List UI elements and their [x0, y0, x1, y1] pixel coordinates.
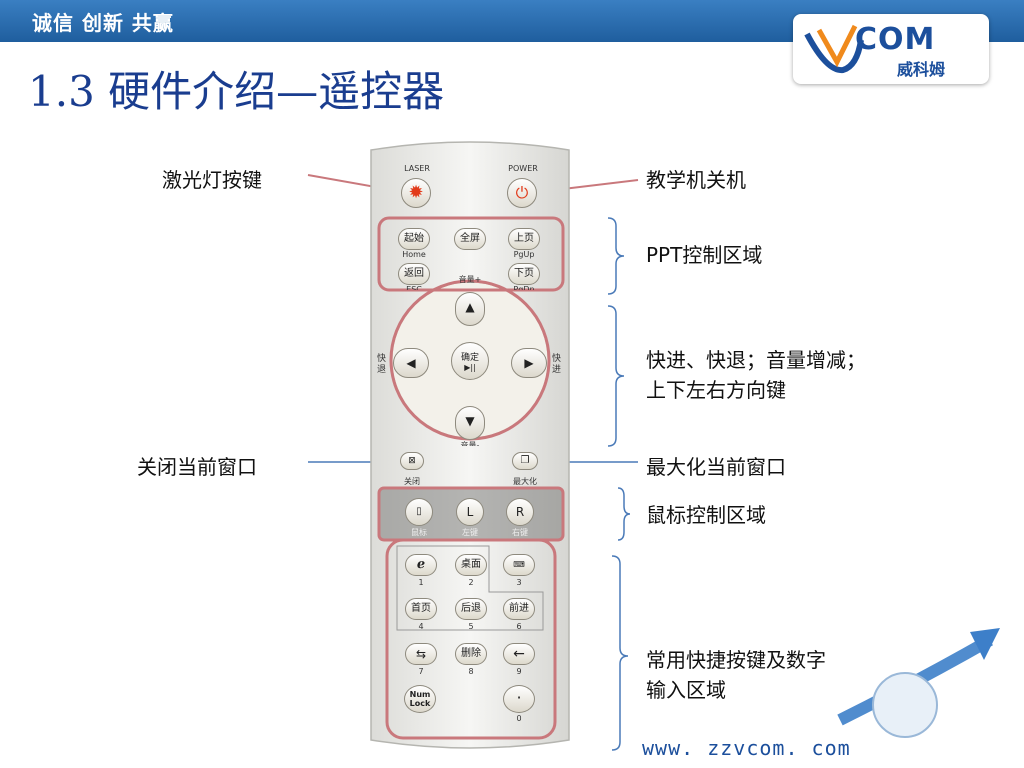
keyboard-button[interactable]: ⌨ — [503, 554, 535, 576]
numlock-button[interactable]: Num Lock — [404, 685, 436, 713]
browser-button[interactable]: ℯ — [405, 554, 437, 576]
company-logo: COM 威科姆 — [793, 14, 989, 84]
laser-button[interactable]: ✹ — [401, 178, 431, 208]
home-button[interactable]: 起始 — [398, 228, 430, 250]
mouse-icon: ▯ — [416, 506, 422, 517]
logo-text: COM — [855, 22, 936, 57]
power-button[interactable]: ⏻ — [507, 178, 537, 208]
dot-button[interactable]: · — [503, 685, 535, 713]
ok-label: 确定 — [460, 353, 479, 363]
fullscreen-button[interactable]: 全屏 — [454, 228, 486, 250]
key-number-2: 2 — [468, 578, 474, 587]
right-click-label: 右键 — [512, 528, 528, 537]
tab-button[interactable]: ⇆ — [405, 643, 437, 665]
key-number-0: 0 — [516, 714, 522, 723]
remote-control: LASER ✹ POWER ⏻ 起始 Home 全屏 上页 PgUp 返回 ES… — [357, 140, 583, 754]
browser-forward-button[interactable]: 前进 — [503, 598, 535, 620]
maximize-window-icon: ❐ — [520, 455, 530, 466]
volume-down-button[interactable]: ▼ — [455, 406, 485, 440]
close-label: 关闭 — [404, 477, 420, 486]
key-number-7: 7 — [418, 667, 424, 676]
page-down-sub-label: PgDn — [513, 285, 535, 290]
max-label: 最大化 — [513, 477, 537, 486]
volume-up-button[interactable]: ▲ — [455, 292, 485, 326]
forward-button[interactable]: ▶ — [511, 348, 547, 378]
laser-icon: ✹ — [408, 182, 424, 203]
rewind-button[interactable]: ◀ — [393, 348, 429, 378]
annotation-power: 教学机关机 — [646, 168, 746, 192]
key-number-9: 9 — [516, 667, 522, 676]
rewind-label: 快退 — [377, 354, 387, 375]
browser-back-button[interactable]: 后退 — [455, 598, 487, 620]
annotation-nav: 快进、快退；音量增减； 上下左右方向键 — [646, 348, 866, 402]
back-sub-label: ESC — [406, 285, 422, 290]
annotation-shortcut: 常用快捷按键及数字 输入区域 — [646, 648, 826, 702]
website-url: www. zzvcom. com — [642, 736, 851, 760]
annotation-laser: 激光灯按键 — [162, 168, 262, 192]
mouse-label: 鼠标 — [411, 528, 427, 537]
page-up-button[interactable]: 上页 — [508, 228, 540, 250]
logo-cn-text: 威科姆 — [897, 60, 946, 79]
volume-up-label: 音量+ — [458, 275, 482, 284]
close-window-button[interactable]: ⊠ — [400, 452, 424, 470]
key-number-8: 8 — [468, 667, 474, 676]
page-up-sub-label: PgUp — [513, 250, 535, 259]
right-click-button[interactable]: R — [506, 498, 534, 526]
arrow-down-icon: ▼ — [465, 414, 475, 428]
power-label: POWER — [508, 164, 538, 173]
arrow-left-icon: ◀ — [406, 356, 416, 370]
home-sub-label: Home — [402, 250, 426, 259]
annotation-max: 最大化当前窗口 — [646, 455, 786, 479]
arrow-right-icon: ▶ — [524, 356, 534, 370]
play-pause-icon: ▶|| — [464, 363, 476, 372]
desktop-button[interactable]: 桌面 — [455, 554, 487, 576]
close-window-icon: ⊠ — [408, 456, 416, 466]
laser-label: LASER — [404, 164, 430, 173]
arrow-up-icon: ▲ — [465, 300, 475, 314]
key-number-1: 1 — [418, 578, 424, 587]
key-number-6: 6 — [516, 622, 522, 631]
volume-down-label: 音量- — [460, 441, 480, 446]
maximize-window-button[interactable]: ❐ — [512, 452, 538, 470]
key-number-4: 4 — [418, 622, 424, 631]
annotation-ppt: PPT控制区域 — [646, 243, 763, 267]
slide-title: 1.3 硬件介绍—遥控器 — [28, 67, 445, 116]
keyboard-icon: ⌨ — [513, 560, 525, 569]
slogan: 诚信 创新 共赢 — [32, 11, 174, 35]
homepage-button[interactable]: 首页 — [405, 598, 437, 620]
annotation-mouse: 鼠标控制区域 — [646, 503, 766, 527]
logo-swoosh-icon — [804, 24, 864, 74]
mouse-button[interactable]: ▯ — [405, 498, 433, 526]
delete-button[interactable]: 删除 — [455, 643, 487, 665]
left-click-label: 左键 — [462, 528, 478, 537]
tab-icon: ⇆ — [415, 647, 427, 661]
back-button[interactable]: 返回 — [398, 263, 430, 285]
power-icon: ⏻ — [515, 183, 529, 202]
ok-button[interactable]: 确定 ▶|| — [451, 342, 489, 380]
backspace-icon: ← — [513, 646, 525, 662]
key-number-3: 3 — [516, 578, 522, 587]
backspace-button[interactable]: ← — [503, 643, 535, 665]
browser-icon: ℯ — [416, 557, 426, 572]
key-number-5: 5 — [468, 622, 474, 631]
left-click-button[interactable]: L — [456, 498, 484, 526]
page-down-button[interactable]: 下页 — [508, 263, 540, 285]
forward-label: 快进 — [552, 354, 562, 375]
annotation-close: 关闭当前窗口 — [137, 455, 257, 479]
